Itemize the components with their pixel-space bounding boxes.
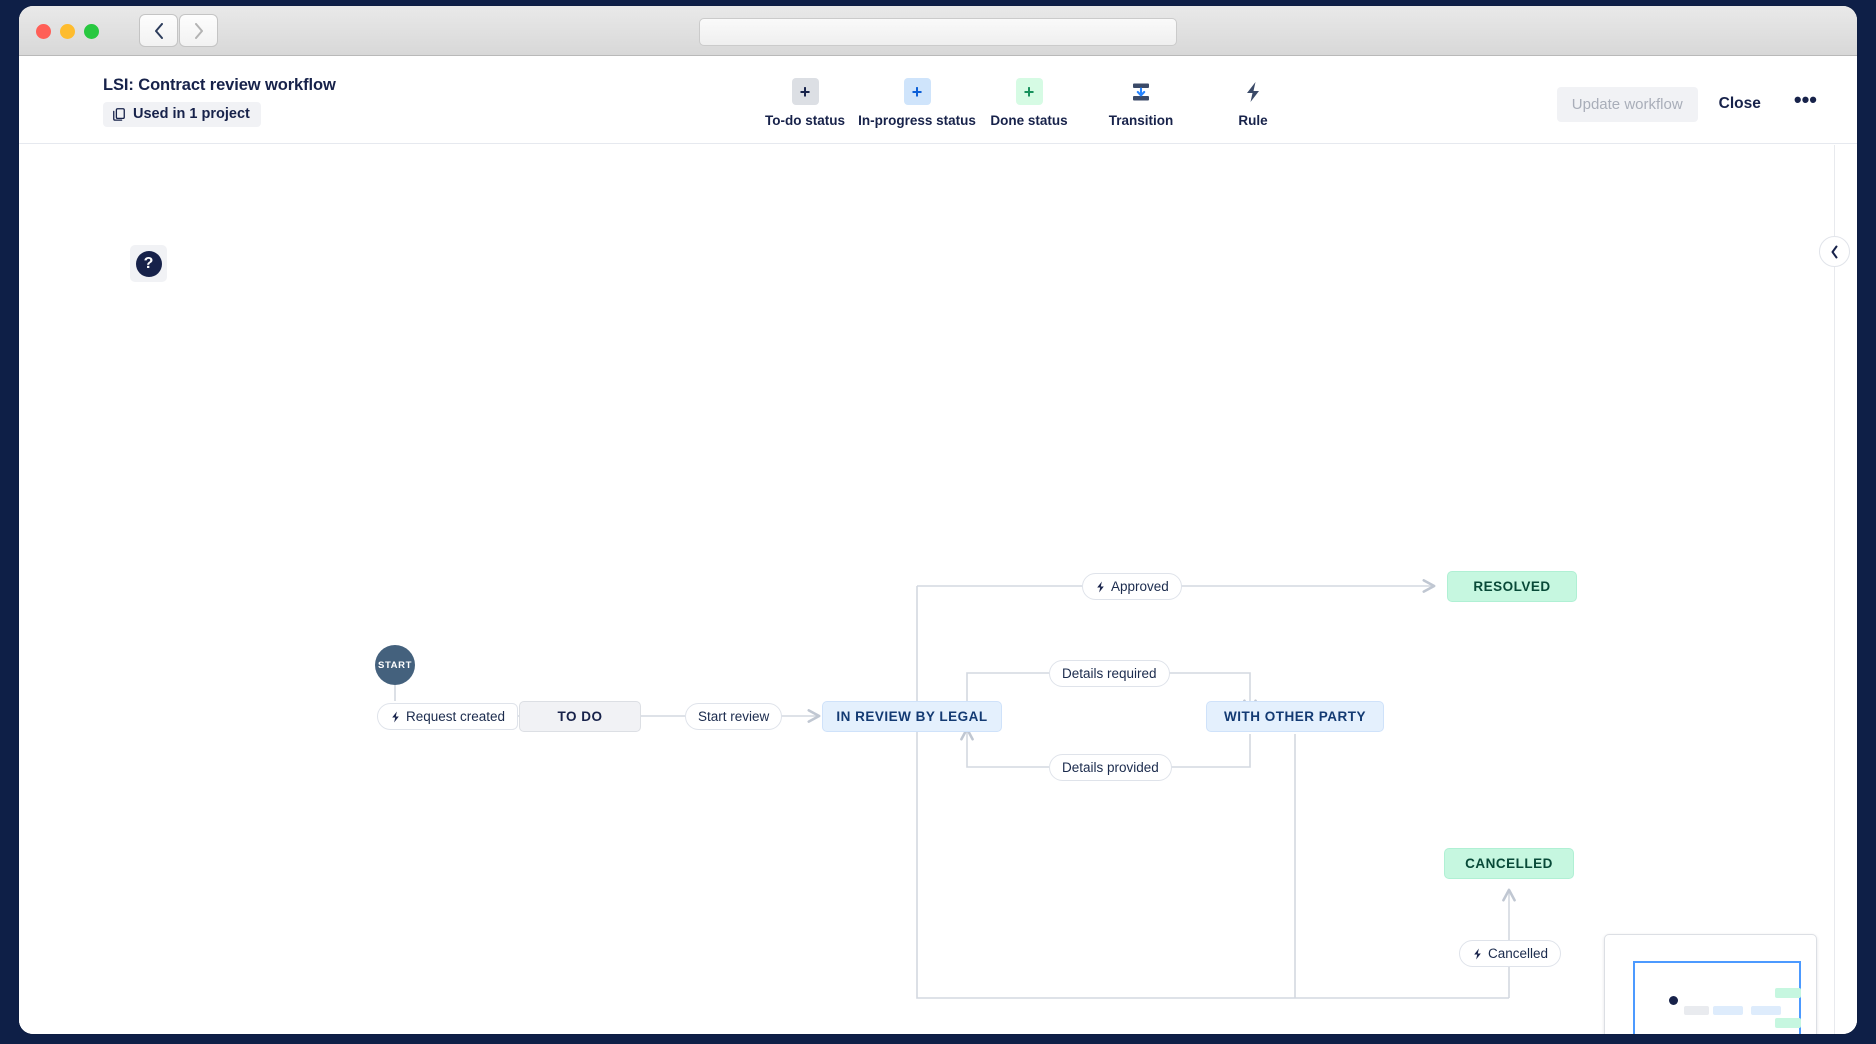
plus-icon: + bbox=[791, 78, 819, 105]
edge-details-provided-right bbox=[1133, 734, 1251, 768]
transition-details-provided[interactable]: Details provided bbox=[1049, 754, 1172, 781]
add-transition-label: Transition bbox=[1108, 113, 1174, 128]
transition-start-review[interactable]: Start review bbox=[685, 703, 783, 730]
traffic-lights bbox=[36, 24, 99, 39]
minimap-status-cancelled bbox=[1775, 1018, 1801, 1028]
rule-bolt-icon bbox=[1472, 947, 1483, 961]
address-bar[interactable] bbox=[699, 18, 1177, 46]
add-done-status-button[interactable]: + Done status bbox=[973, 74, 1085, 128]
panel-divider bbox=[1834, 145, 1835, 1034]
rule-bolt-icon bbox=[390, 710, 401, 724]
transition-request-created[interactable]: Request created bbox=[377, 703, 519, 730]
more-options-button[interactable]: ••• bbox=[1782, 89, 1829, 116]
add-in-progress-status-label: In-progress status bbox=[858, 113, 976, 128]
minimap-status-in-review bbox=[1713, 1006, 1743, 1015]
editor-header: LSI: Contract review workflow Used in 1 … bbox=[19, 56, 1857, 174]
status-node-todo[interactable]: TO DO bbox=[519, 701, 641, 732]
used-in-projects-label: Used in 1 project bbox=[133, 106, 250, 122]
transition-approved-label: Approved bbox=[1111, 579, 1169, 594]
edge-details-required-right bbox=[1133, 672, 1257, 713]
rule-bolt-icon bbox=[1095, 580, 1106, 594]
add-rule-label: Rule bbox=[1238, 113, 1268, 128]
add-rule-button[interactable]: Rule bbox=[1197, 74, 1309, 128]
title-block: LSI: Contract review workflow Used in 1 … bbox=[103, 76, 336, 127]
question-mark-icon: ? bbox=[135, 250, 162, 277]
add-todo-status-button[interactable]: + To-do status bbox=[749, 74, 861, 128]
minimap-status-resolved bbox=[1775, 988, 1801, 998]
collapse-panel-button[interactable] bbox=[1819, 236, 1850, 267]
add-in-progress-status-button[interactable]: + In-progress status bbox=[858, 74, 976, 128]
transition-cancelled-label: Cancelled bbox=[1488, 946, 1549, 961]
close-window-button[interactable] bbox=[36, 24, 51, 39]
editor-toolbar: + To-do status + In-progress status + Do… bbox=[749, 74, 1309, 128]
status-node-in-review-by-legal[interactable]: IN REVIEW BY LEGAL bbox=[822, 701, 1002, 732]
add-done-status-label: Done status bbox=[990, 113, 1068, 128]
transition-details-required-label: Details required bbox=[1062, 666, 1157, 681]
zoom-window-button[interactable] bbox=[84, 24, 99, 39]
workflow-editor-app: LSI: Contract review workflow Used in 1 … bbox=[19, 56, 1857, 1034]
update-workflow-button[interactable]: Update workflow bbox=[1556, 86, 1698, 122]
edge-details-provided-left bbox=[960, 727, 1049, 768]
edge-details-required-left bbox=[966, 672, 1049, 712]
workflow-connectors bbox=[394, 579, 1516, 999]
status-node-resolved[interactable]: RESOLVED bbox=[1447, 571, 1577, 602]
transition-start-review-label: Start review bbox=[698, 709, 770, 724]
add-transition-button[interactable]: Transition bbox=[1085, 74, 1197, 128]
minimap-status-with-other-party bbox=[1751, 1006, 1781, 1015]
rule-bolt-icon bbox=[1240, 78, 1267, 105]
transition-request-created-label: Request created bbox=[406, 709, 506, 724]
chevron-left-icon bbox=[1831, 245, 1838, 258]
used-in-projects-chip[interactable]: Used in 1 project bbox=[103, 102, 261, 127]
minimap-status-todo bbox=[1684, 1006, 1709, 1015]
chevron-right-icon bbox=[194, 22, 203, 39]
chevron-left-icon bbox=[154, 22, 163, 39]
start-node[interactable]: START bbox=[375, 645, 415, 685]
browser-titlebar bbox=[19, 6, 1857, 56]
browser-window: LSI: Contract review workflow Used in 1 … bbox=[19, 6, 1857, 1034]
edge-in-review-to-cancelled-rail bbox=[916, 716, 1509, 999]
transition-details-required[interactable]: Details required bbox=[1049, 660, 1170, 687]
status-node-cancelled[interactable]: CANCELLED bbox=[1444, 848, 1574, 879]
workflow-minimap[interactable] bbox=[1604, 934, 1817, 1034]
browser-forward-button[interactable] bbox=[179, 14, 218, 47]
close-button[interactable]: Close bbox=[1704, 86, 1776, 122]
plus-icon: + bbox=[903, 78, 931, 105]
transition-icon bbox=[1128, 78, 1155, 105]
workflow-canvas[interactable]: ? bbox=[19, 145, 1857, 1034]
status-node-with-other-party[interactable]: WITH OTHER PARTY bbox=[1206, 701, 1384, 732]
browser-back-button[interactable] bbox=[139, 14, 178, 47]
add-todo-status-label: To-do status bbox=[765, 113, 845, 128]
help-button[interactable]: ? bbox=[130, 245, 167, 282]
transition-details-provided-label: Details provided bbox=[1062, 760, 1159, 775]
transition-cancelled[interactable]: Cancelled bbox=[1459, 940, 1562, 967]
minimize-window-button[interactable] bbox=[60, 24, 75, 39]
plus-icon: + bbox=[1015, 78, 1043, 105]
minimap-start-node bbox=[1669, 996, 1678, 1005]
transition-approved[interactable]: Approved bbox=[1082, 573, 1182, 600]
copy-icon bbox=[113, 108, 125, 121]
page-title: LSI: Contract review workflow bbox=[103, 76, 336, 94]
header-actions: Update workflow Close ••• bbox=[1556, 86, 1829, 122]
